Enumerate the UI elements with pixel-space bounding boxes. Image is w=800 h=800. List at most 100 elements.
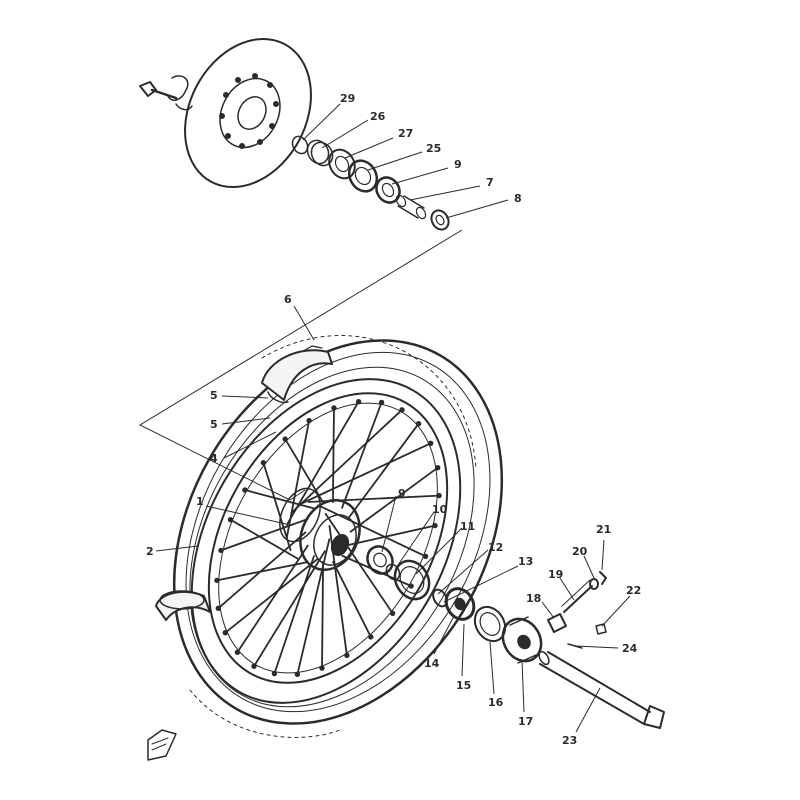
spoke [253, 550, 326, 667]
tire-cutaway-bottom [155, 590, 211, 621]
spoke-nipple [260, 460, 267, 466]
spokes [216, 401, 440, 675]
spoke-nipple [415, 421, 422, 427]
callout-6: 6 [284, 293, 292, 306]
callout-9-upper: 9 [454, 158, 462, 171]
spoke-nipple [234, 649, 241, 655]
callout-14: 14 [424, 657, 440, 670]
spacer-10 [385, 563, 401, 581]
disc-bolt-holes [219, 73, 279, 149]
axle-23 [538, 650, 665, 729]
spacer-29 [291, 135, 309, 155]
callout-17: 17 [518, 715, 533, 728]
spoke [347, 423, 420, 520]
spoke-nipple [435, 465, 441, 471]
spoke-nipple [215, 605, 222, 611]
callout-7: 7 [486, 176, 494, 189]
disc-bolt [139, 75, 193, 111]
callout-22: 22 [626, 584, 641, 597]
callout-labels: 29 26 27 25 9 7 8 6 5 5 4 1 2 9 10 11 12… [146, 92, 641, 747]
pin-24 [567, 643, 583, 649]
spoke-nipple [422, 553, 429, 559]
callout-10: 10 [432, 503, 448, 516]
spoke [230, 518, 299, 560]
spoke-nipple [222, 630, 229, 636]
callout-1: 1 [196, 495, 204, 508]
collar-22 [595, 623, 607, 635]
spoke [290, 409, 403, 515]
callout-5-b: 5 [210, 418, 218, 431]
callout-9-lower: 9 [398, 487, 406, 500]
leader-lines [155, 103, 631, 733]
gear-unit-seal-11 [393, 559, 431, 601]
spoke-nipple [218, 547, 224, 554]
callout-15: 15 [456, 679, 471, 692]
washer-16 [473, 605, 507, 643]
callout-12: 12 [488, 541, 503, 554]
spoke [236, 544, 309, 653]
spoke [220, 518, 309, 552]
callout-16: 16 [488, 696, 504, 709]
callout-4: 4 [210, 452, 218, 465]
spoke [347, 524, 436, 546]
gear-unit-17 [501, 616, 543, 664]
spoke-nipple [436, 492, 442, 499]
collar-26 [306, 139, 334, 167]
callout-2: 2 [146, 545, 154, 558]
spoke [284, 438, 324, 504]
callout-27: 27 [398, 127, 413, 140]
spoke [216, 561, 309, 582]
retainer-13 [432, 588, 448, 608]
spacer-tube-7 [395, 194, 427, 220]
spoke [298, 442, 432, 506]
spoke-nipples [214, 399, 442, 677]
callout-24: 24 [622, 642, 638, 655]
spoke-nipple [227, 517, 234, 523]
callout-5-a: 5 [210, 389, 218, 402]
bushing-20 [589, 578, 599, 590]
callout-8: 8 [514, 192, 522, 205]
spoke-nipple [378, 399, 385, 406]
spoke-nipple [214, 577, 220, 584]
hub [279, 487, 361, 571]
spoke-nipple [428, 440, 434, 446]
brake-disc [184, 37, 312, 189]
bearing-9-lower [366, 545, 394, 575]
spoke-nipple [432, 522, 438, 529]
clip-21 [599, 571, 607, 585]
callout-18: 18 [526, 592, 541, 605]
callout-23: 23 [562, 734, 577, 747]
spacer-flange-8 [430, 209, 450, 231]
spoke-nipple [344, 652, 350, 659]
spoke [332, 407, 335, 503]
spoke-nipple [242, 487, 248, 493]
spoke-nipple [251, 663, 257, 669]
assembly-guide-line [138, 229, 463, 501]
callout-29: 29 [340, 92, 355, 105]
spoke [296, 538, 331, 675]
spoke [224, 558, 319, 634]
bearing-25 [347, 159, 379, 193]
spoke-nipple [399, 407, 405, 413]
spoke [321, 561, 324, 669]
spoke [244, 489, 315, 510]
spoke [217, 531, 307, 609]
reference-marker [147, 729, 177, 761]
spoke [349, 466, 439, 533]
callout-13: 13 [518, 555, 533, 568]
callout-19: 19 [548, 568, 563, 581]
spoke-nipple [282, 436, 288, 442]
spoke [331, 560, 372, 638]
spoke-nipple [408, 583, 414, 589]
callout-25: 25 [426, 142, 441, 155]
oil-seal-27 [328, 148, 356, 180]
callout-11: 11 [460, 520, 475, 533]
spoke-nipple [368, 634, 374, 640]
spoke-nipple [355, 399, 362, 405]
spoke-nipple [294, 671, 301, 677]
callout-21: 21 [596, 523, 611, 536]
spoke-nipple [389, 610, 396, 616]
spoke [340, 402, 383, 509]
bearing-9-upper [375, 176, 401, 204]
callout-26: 26 [370, 110, 386, 123]
